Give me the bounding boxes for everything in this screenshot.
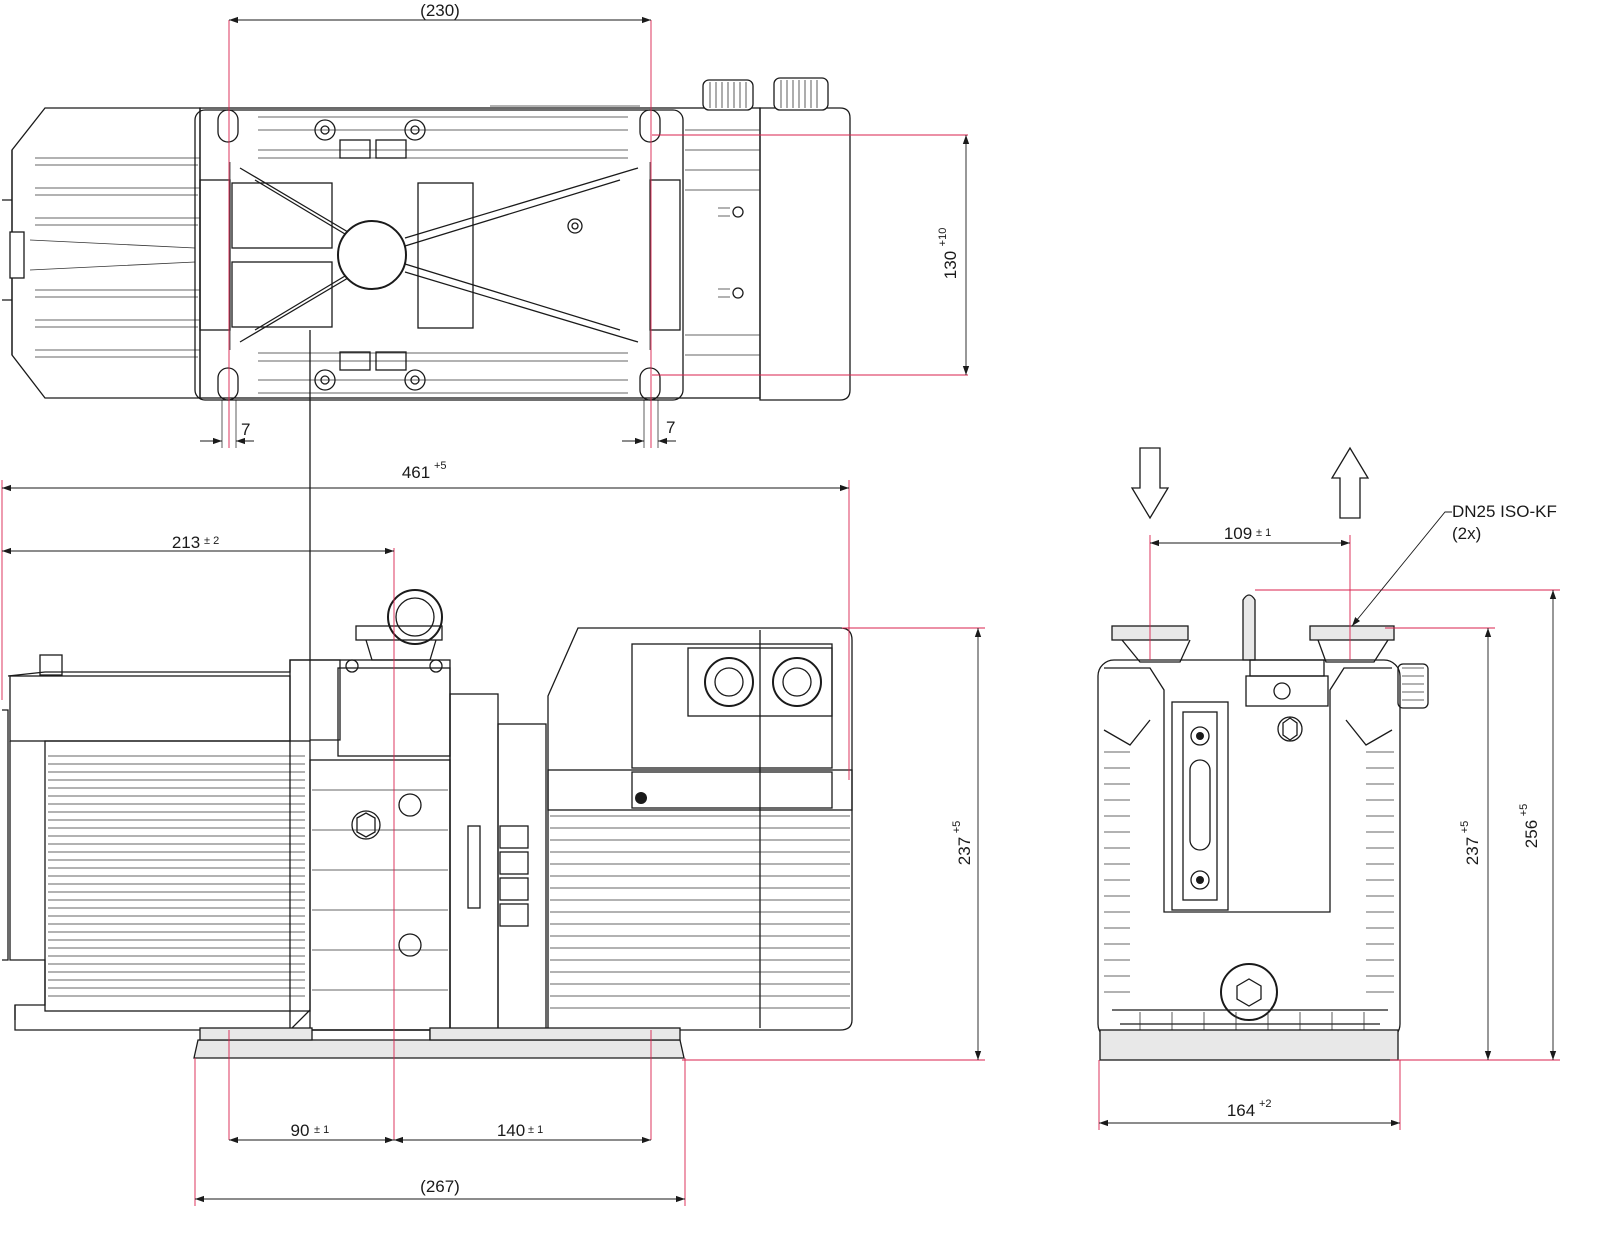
dim-side-height: 237 [955,837,974,865]
dim-base-length: (267) [420,1177,460,1196]
dim-foot-right: 140 [497,1121,525,1140]
arrow-up-icon [1330,446,1370,519]
dim-end-height-total-tol: +5 [1518,804,1530,817]
end-reference-lines [1098,535,1560,1130]
dim-slot-right: 7 [666,418,675,437]
end-view [1097,594,1429,1061]
callout-line1: DN25 ISO-KF [1452,502,1557,521]
dim-flange-spacing: 109 [1224,524,1252,543]
dimension-labels: (230) 130 +10 7 7 461 +5 213 ± 2 237 +5 … [172,1,1557,1196]
dim-foot-right-tol: ± 1 [528,1124,543,1136]
side-reference-lines [1,480,985,1206]
dim-overall-length-tol: +5 [434,460,447,472]
dim-overall-length: 461 [402,463,430,482]
top-view [2,77,851,401]
dim-end-height-tol: +5 [1459,821,1471,834]
dim-foot-left-tol: ± 1 [314,1124,329,1136]
cable-gland-icon [704,657,754,707]
logo-icon [635,792,647,804]
cable-gland-icon [702,79,754,111]
dim-top-depth-tol: +10 [937,228,949,247]
dim-end-width-tol: +2 [1259,1098,1272,1110]
dim-inlet-position-tol: ± 2 [204,535,219,547]
dim-top-depth: 130 [941,251,960,279]
top-reference-lines [228,20,968,448]
dim-inlet-position: 213 [172,533,200,552]
cable-gland-icon [773,77,829,111]
dim-slot-left: 7 [241,420,250,439]
dim-flange-spacing-tol: ± 1 [1256,527,1271,539]
cable-gland-icon [772,657,822,707]
dim-end-height: 237 [1463,837,1482,865]
dim-end-width: 164 [1227,1101,1255,1120]
dim-side-height-tol: +5 [951,821,963,834]
dim-foot-left: 90 [291,1121,310,1140]
lifting-eye-icon [387,589,443,645]
dim-end-height-total: 256 [1522,820,1541,848]
side-view [2,330,853,1059]
dim-top-flange-spacing: (230) [420,1,460,20]
arrow-down-icon [1130,447,1170,520]
dimension-lines [2,16,1557,1203]
callout-line2: (2x) [1452,524,1481,543]
